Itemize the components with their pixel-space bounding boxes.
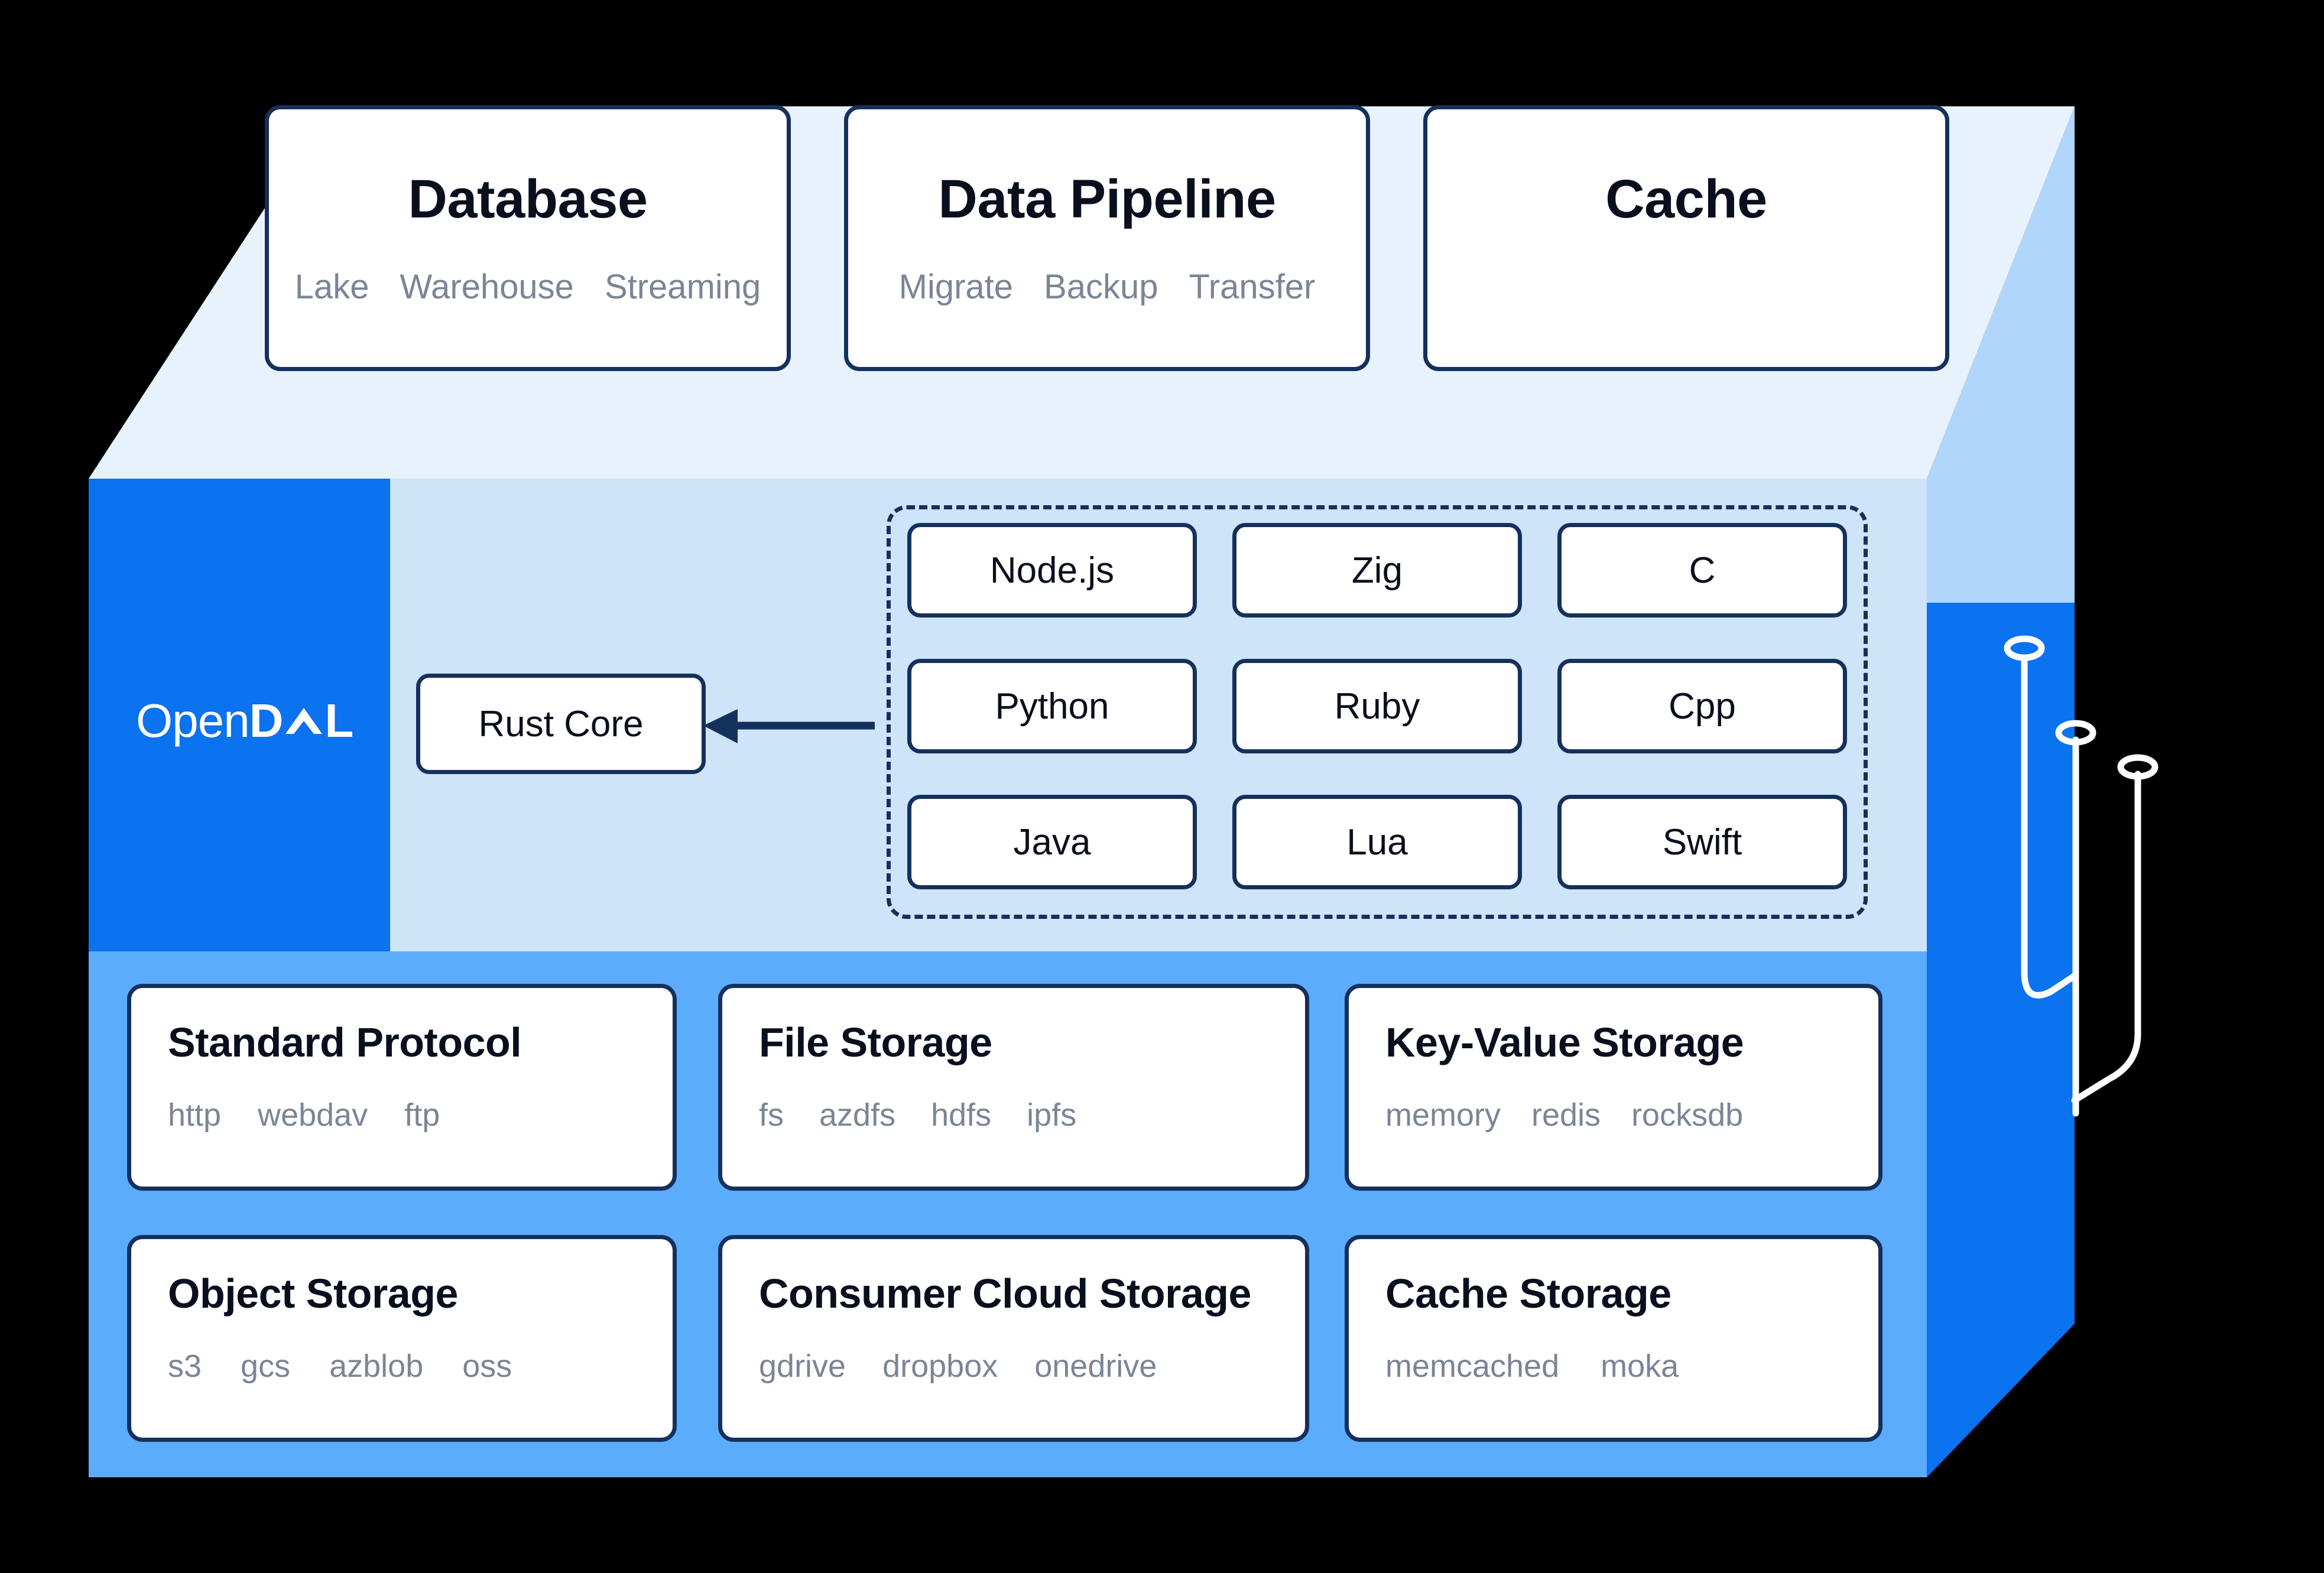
binding-chip-c[interactable]: C	[1557, 523, 1847, 618]
binding-label: Swift	[1662, 821, 1742, 863]
card-title: File Storage	[759, 1019, 992, 1065]
circuit-node-3	[2117, 754, 2159, 780]
box-bottom-right-face-lower	[1927, 951, 2075, 1477]
service-card-key-value-storage[interactable]: Key-Value Storage memory redis rocksdb	[1345, 984, 1882, 1191]
sub-item: azblob	[329, 1348, 424, 1384]
binding-label: Python	[995, 685, 1109, 727]
sub-item: gcs	[241, 1348, 291, 1384]
service-card-consumer-cloud-storage[interactable]: Consumer Cloud Storage gdrive dropbox on…	[718, 1235, 1309, 1442]
binding-label: Cpp	[1669, 685, 1736, 727]
binding-chip-java[interactable]: Java	[907, 795, 1197, 889]
sub-item: s3	[168, 1348, 202, 1384]
box-middle-right-face	[1927, 106, 2075, 603]
sub-item: ftp	[404, 1097, 440, 1133]
use-case-card-data-pipeline[interactable]: Data Pipeline Migrate Backup Transfer	[844, 105, 1370, 371]
sub-item: oss	[462, 1348, 512, 1384]
language-bindings-group	[887, 505, 1868, 919]
sub-item: rocksdb	[1631, 1097, 1744, 1133]
sub-item: azdfs	[819, 1097, 896, 1133]
binding-chip-cpp[interactable]: Cpp	[1557, 659, 1847, 753]
card-title: Standard Protocol	[168, 1019, 522, 1065]
service-card-file-storage[interactable]: File Storage fs azdfs hdfs ipfs	[718, 984, 1309, 1191]
logo-text-open: Open	[136, 694, 250, 747]
core-arrow	[703, 709, 875, 743]
sub-item: gdrive	[759, 1348, 846, 1384]
opendal-logo: Open D L	[136, 685, 372, 756]
sub-item: memcached	[1385, 1348, 1560, 1384]
card-title: Database	[408, 169, 648, 229]
rust-core-box[interactable]: Rust Core	[416, 674, 706, 774]
sub-item: moka	[1601, 1348, 1679, 1384]
sub-item: dropbox	[882, 1348, 998, 1384]
card-title: Consumer Cloud Storage	[759, 1270, 1251, 1317]
card-subitems: memcached moka	[1385, 1348, 1842, 1384]
circuit-node-filled	[2004, 635, 2045, 661]
circuit-trace-1	[2021, 652, 2079, 999]
card-title: Key-Value Storage	[1385, 1019, 1744, 1065]
sub-item: memory	[1385, 1097, 1501, 1133]
sub-item: Warehouse	[400, 268, 574, 306]
core-arrow-head	[703, 709, 738, 743]
binding-label: Ruby	[1334, 685, 1420, 727]
binding-label: Java	[1013, 821, 1091, 863]
card-subitems: Migrate Backup Transfer	[899, 267, 1316, 307]
sub-item: hdfs	[931, 1097, 992, 1133]
card-title: Cache	[1605, 169, 1767, 229]
binding-chip-ruby[interactable]: Ruby	[1232, 659, 1522, 753]
card-subitems: memory redis rocksdb	[1385, 1097, 1842, 1133]
card-subitems: Lake Warehouse Streaming	[295, 267, 761, 307]
logo-a-triangle-icon	[285, 708, 323, 734]
service-card-object-storage[interactable]: Object Storage s3 gcs azblob oss	[127, 1235, 677, 1442]
card-subitems: s3 gcs azblob oss	[168, 1348, 636, 1384]
service-card-cache-storage[interactable]: Cache Storage memcached moka	[1345, 1235, 1882, 1442]
binding-label: Zig	[1351, 550, 1403, 591]
brand-block	[89, 479, 390, 951]
logo-text-l: L	[324, 694, 354, 747]
card-subitems: gdrive dropbox onedrive	[759, 1348, 1268, 1384]
binding-label: Lua	[1346, 821, 1408, 863]
use-case-card-database[interactable]: Database Lake Warehouse Streaming	[265, 105, 791, 371]
binding-chip-lua[interactable]: Lua	[1232, 795, 1522, 889]
binding-chip-python[interactable]: Python	[907, 659, 1197, 753]
sub-item: fs	[759, 1097, 784, 1133]
binding-chip-swift[interactable]: Swift	[1557, 795, 1847, 889]
binding-chip-nodejs[interactable]: Node.js	[907, 523, 1197, 618]
card-subitems: fs azdfs hdfs ipfs	[759, 1097, 1268, 1133]
sub-item: Lake	[294, 268, 369, 306]
sub-item: Backup	[1044, 268, 1158, 306]
card-subitems: http webdav ftp	[168, 1097, 636, 1133]
sub-item: redis	[1531, 1097, 1601, 1133]
logo-text-d: D	[249, 694, 284, 747]
binding-label: C	[1689, 550, 1716, 591]
use-case-card-cache[interactable]: Cache	[1423, 105, 1949, 371]
sub-item: onedrive	[1034, 1348, 1157, 1384]
card-title: Data Pipeline	[938, 169, 1276, 229]
sub-item: Migrate	[898, 268, 1014, 306]
sub-item: Streaming	[604, 268, 761, 306]
circuit-trace-3	[2071, 771, 2141, 1104]
sub-item: webdav	[258, 1097, 368, 1133]
sub-item: Transfer	[1189, 268, 1316, 306]
binding-label: Node.js	[989, 550, 1115, 591]
service-card-standard-protocol[interactable]: Standard Protocol http webdav ftp	[127, 984, 677, 1191]
card-title: Cache Storage	[1385, 1270, 1671, 1317]
card-title: Object Storage	[168, 1270, 458, 1317]
rust-core-label: Rust Core	[478, 703, 644, 745]
circuit-decoration	[2021, 652, 2141, 1117]
sub-item: ipfs	[1027, 1097, 1077, 1133]
circuit-node-2	[2055, 720, 2096, 746]
binding-chip-zig[interactable]: Zig	[1232, 523, 1522, 618]
sub-item: http	[168, 1097, 222, 1133]
